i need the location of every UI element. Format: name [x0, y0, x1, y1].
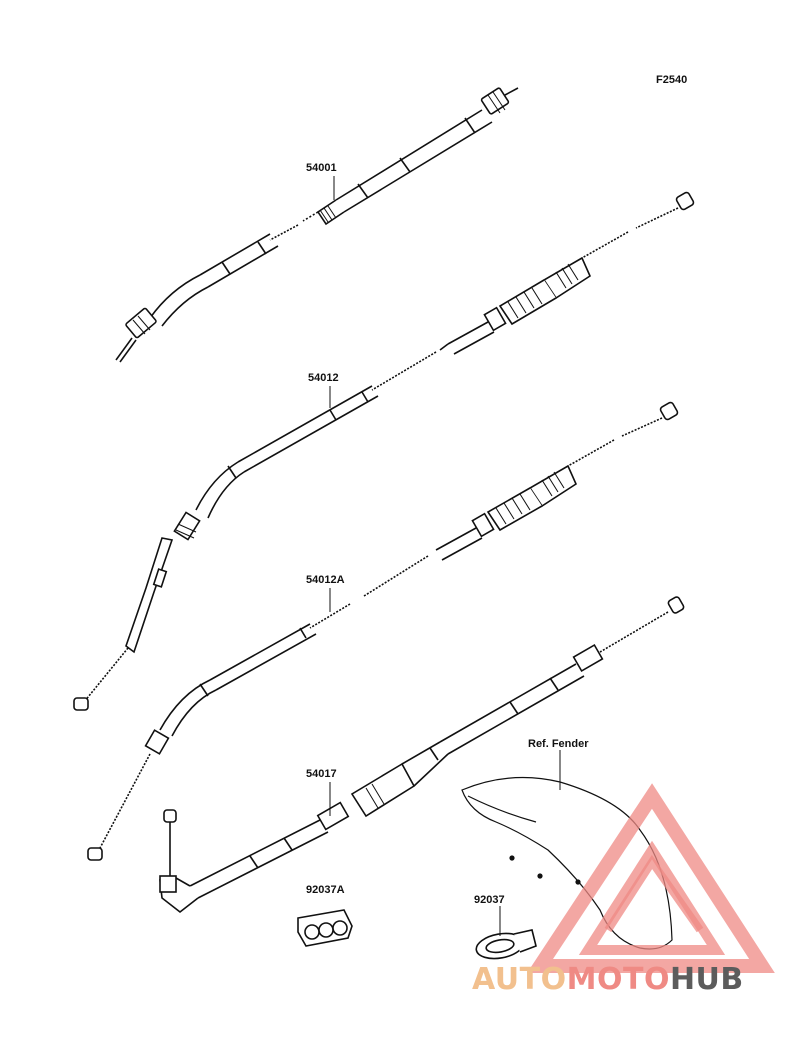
figure-code: F2540	[656, 74, 688, 86]
watermark-part-auto: AUTO	[472, 962, 567, 997]
throttle-cable-54012A	[87, 401, 679, 861]
watermark-part-hub: HUB	[669, 962, 744, 997]
choke-cable-54017	[159, 596, 685, 914]
leader-lines	[329, 176, 561, 936]
speedometer-cable-54001	[115, 87, 519, 363]
clamp-92037	[475, 929, 537, 960]
watermark-text: AUTOMOTOHUB	[472, 962, 744, 997]
clamp-92037A	[297, 909, 353, 947]
watermark-part-moto: MOTO	[566, 962, 670, 997]
part-label-54017: 54017	[306, 768, 337, 780]
throttle-cable-54012	[73, 191, 695, 711]
part-label-54012: 54012	[308, 372, 339, 384]
ref-fender-label: Ref. Fender	[528, 738, 589, 750]
part-label-92037A: 92037A	[306, 884, 345, 896]
part-label-54012A: 54012A	[306, 574, 345, 586]
triangle-logo-icon	[527, 783, 775, 973]
part-label-54001: 54001	[306, 162, 337, 174]
part-label-92037: 92037	[474, 894, 505, 906]
